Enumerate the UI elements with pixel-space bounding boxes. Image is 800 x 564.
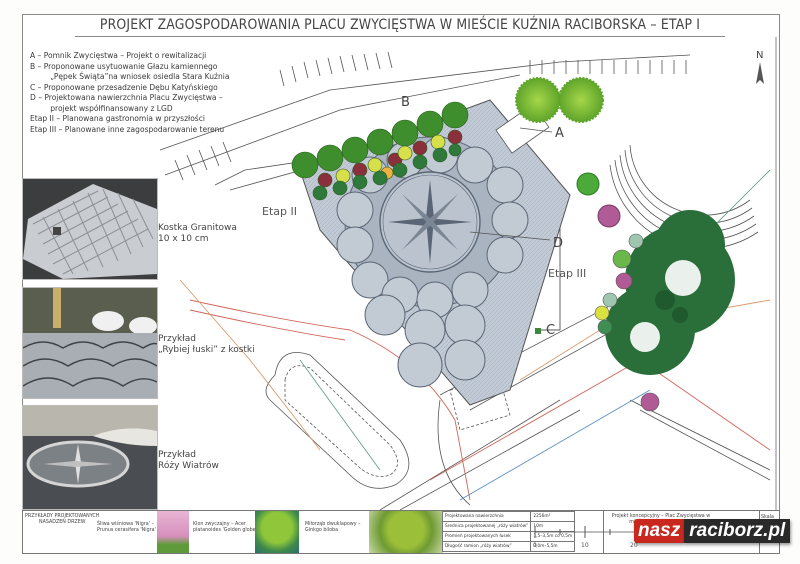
tree1-photo xyxy=(157,511,189,553)
scale-bar: 0 10 20 xyxy=(533,526,638,549)
tree1-caption: Śliwa wiśniowa 'Nigra' –Prunus cerasifer… xyxy=(97,522,156,533)
table-row: Długość ramion „róży wiatrów”3,0m–5,5m xyxy=(441,541,576,552)
legend: A – Pomnik Zwycięstwa – Projekt o rewita… xyxy=(30,50,229,134)
legend-item: Etap III – Planowane inne zagospodarowan… xyxy=(30,123,225,134)
page-title: PROJEKT ZAGOSPODAROWANIA PLACU ZWYCIĘSTW… xyxy=(74,14,726,37)
north-arrow-icon: N xyxy=(756,50,764,84)
logo-part-1: nasz xyxy=(634,519,685,543)
svg-text:N: N xyxy=(756,50,763,61)
legend-item: projekt współfinansowany z LGD xyxy=(50,102,173,113)
photo-fish-scale-paving xyxy=(22,287,158,399)
legend-item: Etap II – Planowana gastronomia w przysz… xyxy=(30,113,205,123)
tree2-photo xyxy=(255,511,299,553)
label-etap-2: Etap II xyxy=(262,205,297,218)
label-c: C xyxy=(546,323,555,338)
legend-item: A – Pomnik Zwycięstwa – Projekt o rewita… xyxy=(30,50,207,60)
svg-text:20: 20 xyxy=(630,542,638,549)
site-plan-map: B A D C Etap II Etap III N xyxy=(159,37,777,510)
tree3-caption: Miłorząb dwuklapowy –Ginkgo biloba xyxy=(305,522,361,533)
legend-item: C – Proponowane przesadzenie Dębu Katyńs… xyxy=(30,81,218,92)
nasz-raciborz-logo[interactable]: nasz raciborz.pl xyxy=(634,518,791,544)
photo-wind-rose xyxy=(22,405,158,510)
legend-item: D – Projektowana nawierzchnia Placu Zwyc… xyxy=(30,92,223,102)
legend-item: B – Proponowane usytuowanie Głazu kamien… xyxy=(30,60,218,71)
tree3-photo xyxy=(369,511,443,553)
trees-heading: PRZYKŁADY PROJEKTOWANYCH NASADZEŃ DRZEW xyxy=(25,514,100,525)
wind-rose xyxy=(388,180,472,264)
caption-fish-scale: Przykład„Rybiej łuski” z kostki xyxy=(158,334,255,355)
label-a: A xyxy=(555,126,564,141)
label-b: B xyxy=(401,95,410,110)
logo-part-2: raciborz.pl xyxy=(684,519,791,543)
photo-granite-cubes xyxy=(22,178,158,280)
label-etap-3: Etap III xyxy=(548,267,586,280)
label-d: D xyxy=(553,236,563,251)
svg-text:0: 0 xyxy=(533,542,537,549)
svg-text:10: 10 xyxy=(581,542,589,549)
legend-item: „Pępek Świąta”na wniosek osiedla Stara K… xyxy=(50,71,230,81)
